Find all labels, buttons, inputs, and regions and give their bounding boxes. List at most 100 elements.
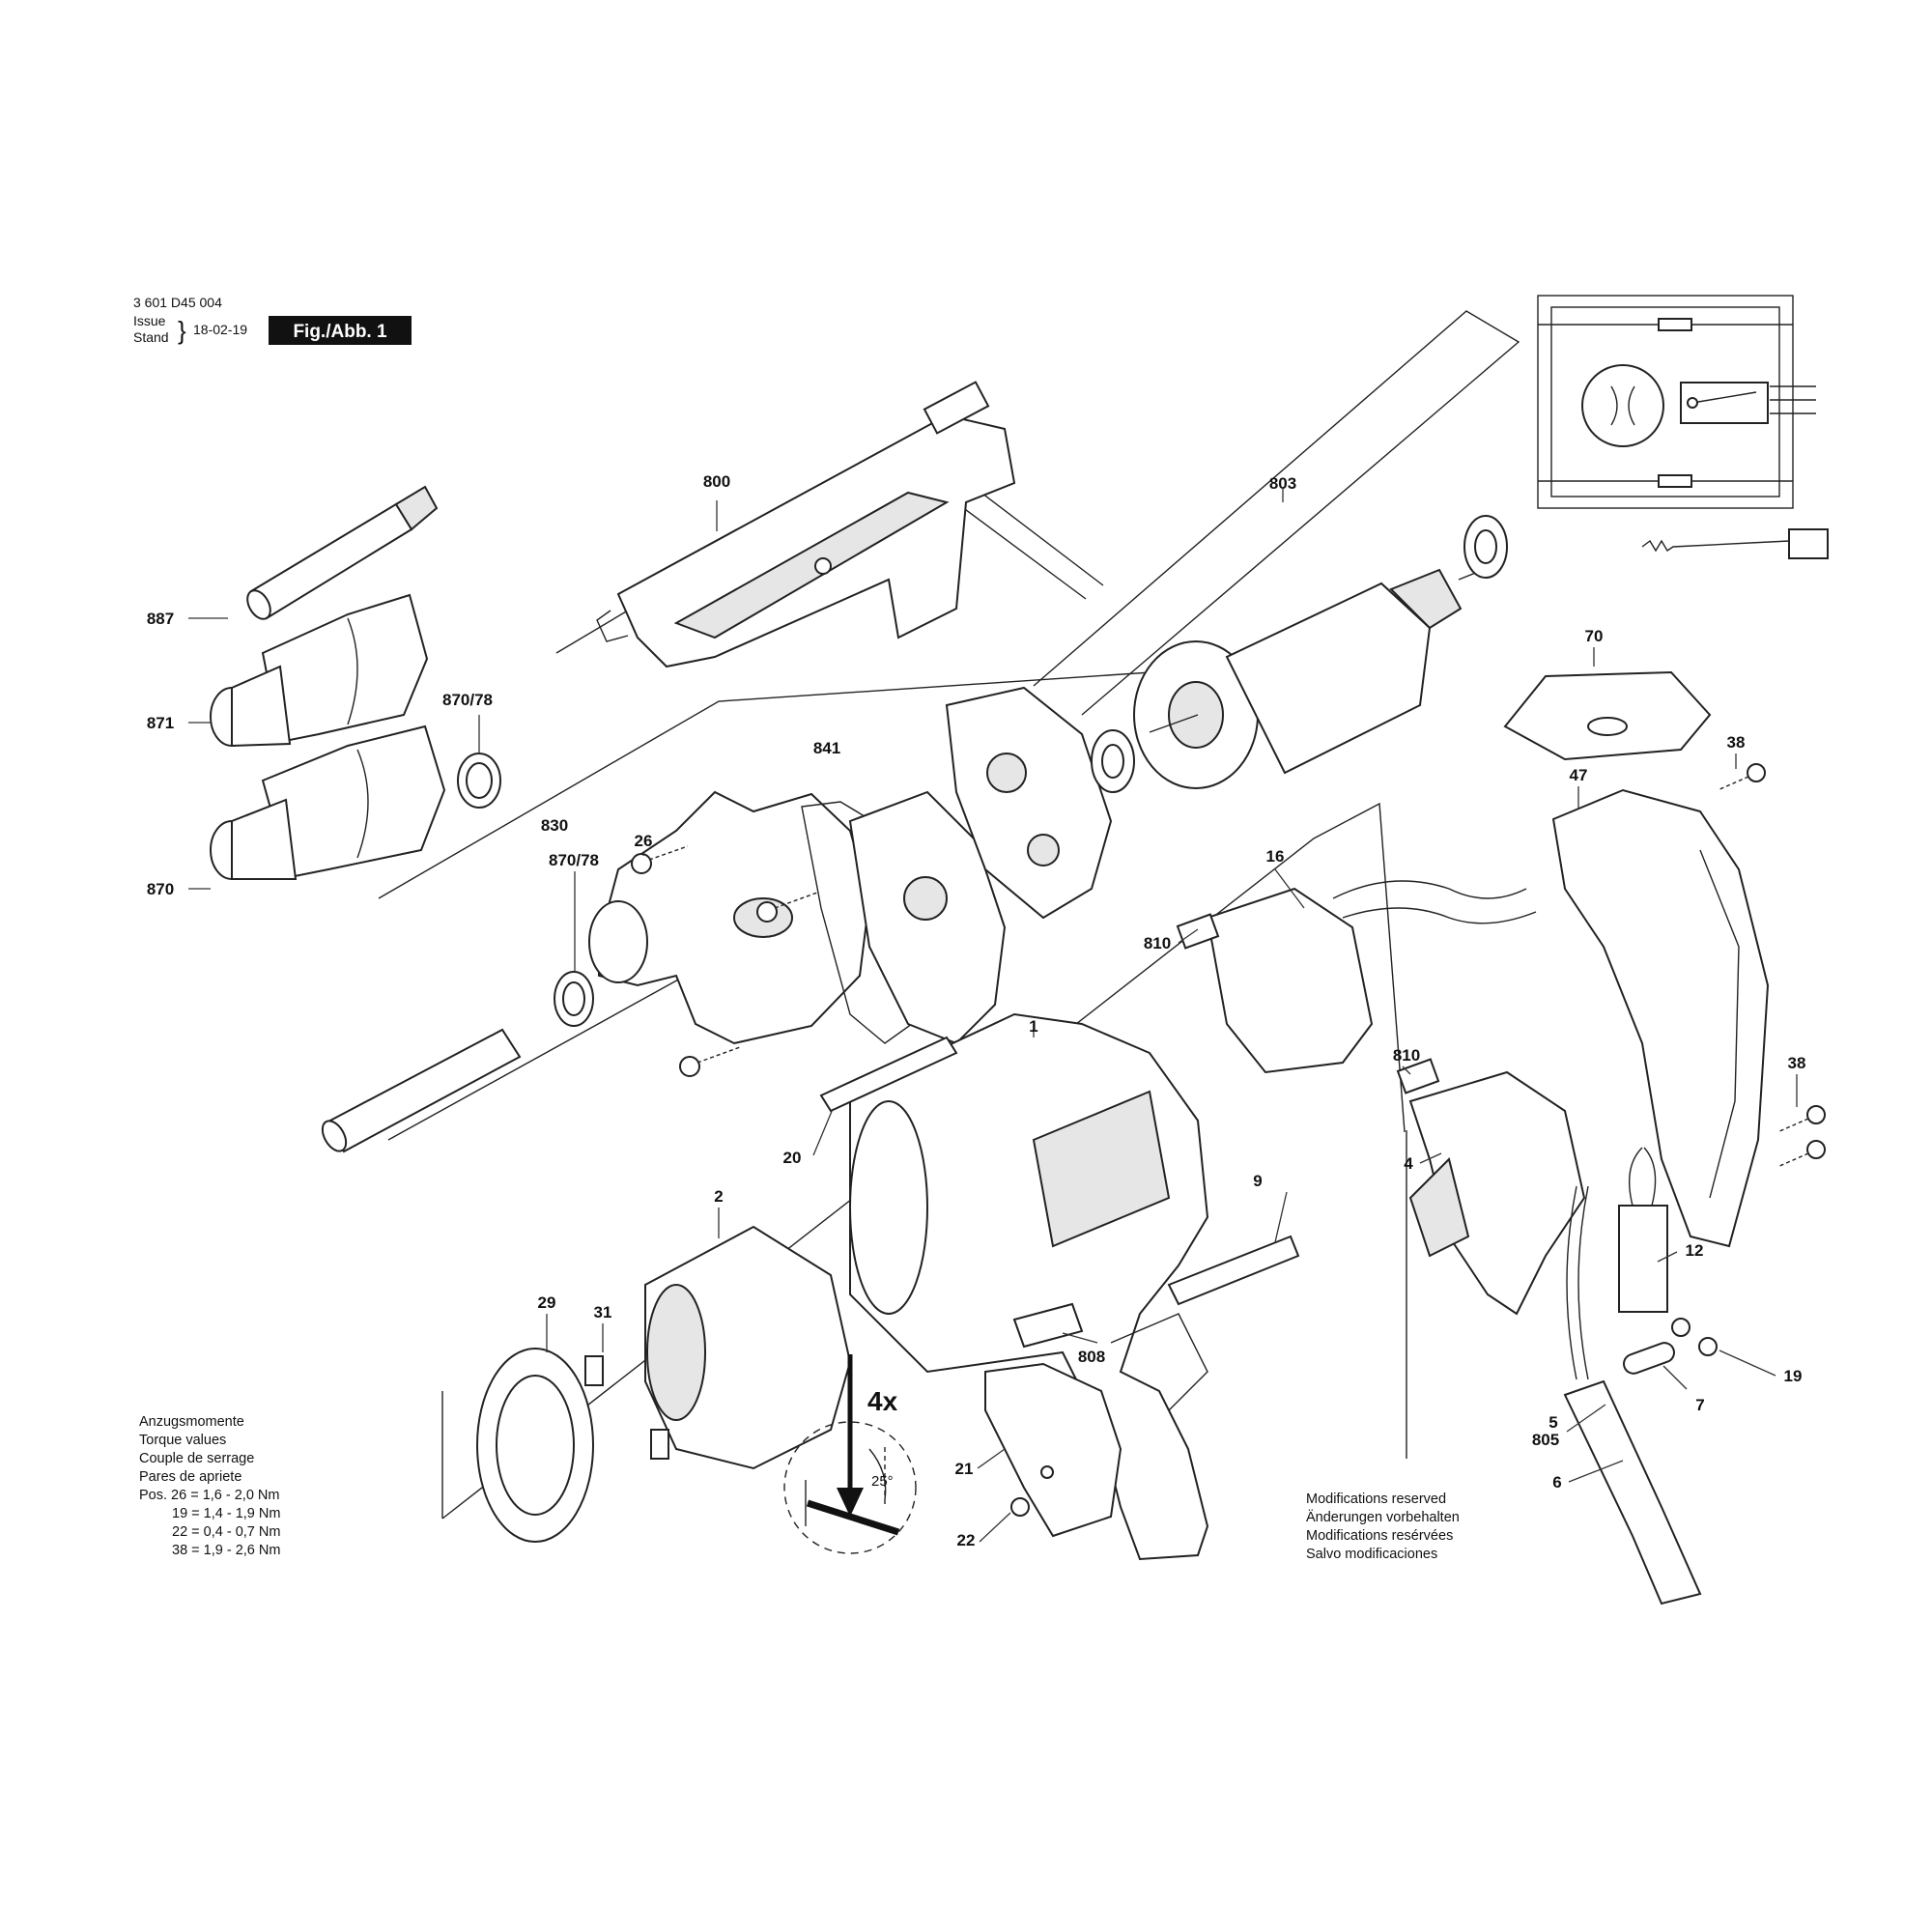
carbon-brush-810-top <box>1176 913 1220 950</box>
label-841: 841 <box>813 739 840 757</box>
schematic-motor-symbol <box>1581 364 1664 447</box>
label-angle: 25° <box>871 1473 894 1490</box>
nose-piece-870 <box>210 724 446 880</box>
schematic-frame <box>1537 295 1794 509</box>
retaining-ring-29 <box>476 1348 594 1543</box>
screws-38-right <box>1776 1105 1826 1168</box>
brush-holder-16 <box>1206 880 1537 1074</box>
torque-row-38: 38 = 1,9 - 2,6 Nm <box>172 1543 280 1558</box>
label-808 <box>1012 1302 1084 1349</box>
torque-title-fr: Couple de serrage <box>139 1451 254 1466</box>
label-4: 4 <box>1404 1154 1413 1173</box>
torque-notes: Anzugsmomente Torque values Couple de se… <box>139 1414 280 1558</box>
header-block: 3 601 D45 004 Issue Stand } 18-02-19 Fig… <box>133 295 412 345</box>
label-6: 6 <box>1552 1473 1561 1492</box>
screw-22 <box>1010 1497 1030 1517</box>
label-22: 22 <box>957 1531 976 1549</box>
label-9 <box>1167 1235 1300 1306</box>
commutator <box>1389 568 1463 630</box>
schematic-switch <box>1680 382 1769 424</box>
label-70: 70 <box>1585 627 1604 645</box>
gear-housing-830 <box>588 790 871 1045</box>
schematic-resistor-bottom <box>1658 474 1692 488</box>
label-16: 16 <box>1266 847 1285 866</box>
label-29: 29 <box>538 1293 556 1312</box>
screws-19 <box>1671 1318 1718 1356</box>
label-810-top: 810 <box>1144 934 1171 952</box>
pins-31 <box>584 1355 669 1460</box>
handle-shell-47 <box>1551 788 1770 1248</box>
label-20 <box>819 1036 958 1113</box>
part-labels: 800 803 887 871 870/78 870 841 830 26 87… <box>147 472 1806 1549</box>
screw-housing-upper <box>756 892 818 923</box>
ring-870-78-top <box>457 753 501 809</box>
stand-label: Stand <box>133 329 169 345</box>
label-9: 9 <box>1253 1172 1262 1190</box>
label-4x: 4x <box>867 1386 898 1416</box>
nose-piece-871 <box>210 593 429 748</box>
label-20: 20 <box>783 1149 802 1167</box>
field-coil-2 <box>644 1225 852 1470</box>
detail-view <box>783 1354 917 1554</box>
bit-holder-887 <box>246 485 439 620</box>
label-805: 805 <box>1532 1431 1559 1449</box>
torque-title-es: Pares de apriete <box>139 1469 242 1485</box>
label-830: 830 <box>541 816 568 835</box>
torque-row-19: 19 = 1,4 - 1,9 Nm <box>172 1506 280 1521</box>
screw-housing-lower <box>679 1046 741 1077</box>
bearing-left <box>1091 729 1135 793</box>
label-810-bottom: 810 <box>1393 1046 1420 1065</box>
torque-row-22: 22 = 0,4 - 0,7 Nm <box>172 1524 280 1540</box>
issue-label: Issue <box>133 313 166 328</box>
label-2: 2 <box>714 1187 723 1206</box>
armature-core <box>1225 582 1432 775</box>
handle-cover-21 <box>984 1362 1122 1538</box>
label-870: 870 <box>147 880 174 898</box>
bit-holder-lower <box>321 1028 522 1153</box>
detail-arrow-head <box>837 1488 864 1517</box>
wiring-schematic <box>1537 295 1829 559</box>
modifications-de: Änderungen vorbehalten <box>1306 1509 1460 1525</box>
bearing-plate <box>848 790 1007 1045</box>
modifications-fr: Modifications resérvées <box>1306 1528 1453 1544</box>
schematic-resistor-top <box>1658 318 1692 331</box>
ring-870-78-mid <box>554 971 594 1027</box>
label-800: 800 <box>703 472 730 491</box>
label-7: 7 <box>1695 1396 1704 1414</box>
label-870-78-mid: 870/78 <box>549 851 599 869</box>
capacitor-12 <box>1618 1147 1668 1313</box>
label-803: 803 <box>1269 474 1296 493</box>
issue-date: 18-02-19 <box>193 322 247 337</box>
handle-cap-70 <box>1503 670 1712 761</box>
label-808: 808 <box>1078 1348 1105 1366</box>
modifications-es: Salvo modificaciones <box>1306 1547 1437 1562</box>
torque-title-de: Anzugsmomente <box>139 1414 244 1430</box>
label-47: 47 <box>1570 766 1588 784</box>
screw-26 <box>631 845 689 874</box>
armature-803 <box>1133 567 1489 789</box>
screw-38-top <box>1717 763 1766 791</box>
label-38-right: 38 <box>1788 1054 1806 1072</box>
label-12: 12 <box>1686 1241 1704 1260</box>
carbon-brush-810-bottom <box>1396 1058 1440 1094</box>
schematic-plug <box>1788 528 1829 559</box>
label-5: 5 <box>1548 1413 1557 1432</box>
figure-label-box <box>269 316 412 345</box>
switch-4 <box>1408 1070 1586 1316</box>
motor-housing-1 <box>849 1012 1209 1561</box>
label-26: 26 <box>635 832 653 850</box>
torque-title-en: Torque values <box>139 1433 226 1448</box>
label-31: 31 <box>594 1303 612 1321</box>
label-38-top: 38 <box>1727 733 1746 752</box>
cable-6 <box>1563 1185 1702 1605</box>
label-870-78-top: 870/78 <box>442 691 493 709</box>
leader-lines <box>188 489 1798 1543</box>
label-887: 887 <box>147 610 174 628</box>
label-21: 21 <box>955 1460 974 1478</box>
cable-clamp-7 <box>1623 1342 1675 1375</box>
bearing-right <box>1463 515 1508 579</box>
modifications-en: Modifications reserved <box>1306 1492 1446 1507</box>
brace-glyph: } <box>178 316 186 345</box>
torque-row-26: Pos. 26 = 1,6 - 2,0 Nm <box>139 1488 279 1503</box>
